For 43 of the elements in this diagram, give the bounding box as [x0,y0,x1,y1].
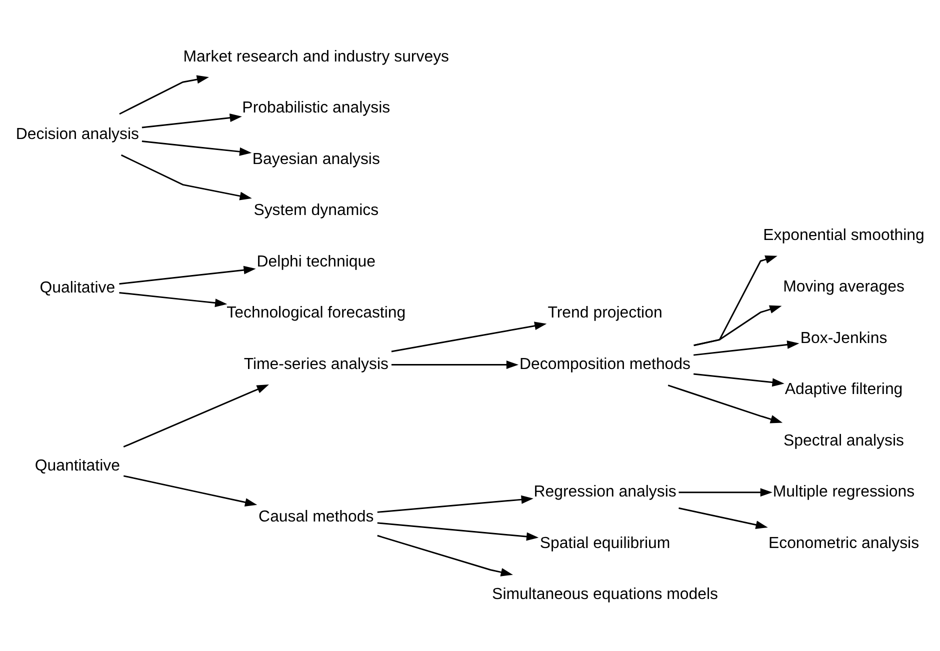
arrow [678,506,768,529]
arrow [678,488,772,496]
arrow [120,154,252,200]
node-text: Moving averages [783,278,904,295]
arrow [377,494,534,512]
node-text: Multiple regressions [772,483,915,500]
node-text: Econometric analysis [768,534,920,552]
node-text: Exponential smoothing [763,226,924,244]
node-text: Spectral analysis [784,432,904,449]
arrow [391,360,519,368]
node-text: Regression analysis [534,483,676,500]
node-text: Delphi technique [256,252,376,270]
arrow [123,384,269,448]
arrow [693,340,800,356]
node-text: System dynamics [254,202,379,219]
arrow [142,140,252,156]
arrow [668,384,783,423]
arrow [142,113,242,128]
arrow [119,74,209,114]
node-text: Market research and industry surveys [183,48,450,65]
arrow [693,372,784,386]
node-text: Time-series analysis [244,355,388,372]
node-text: Box-Jenkins [800,329,888,346]
node-text: Qualitative [40,279,116,296]
node-text: Probabilistic analysis [242,99,390,116]
arrow [119,265,256,284]
node-text: Simultaneous equations models [492,586,718,603]
arrow [377,522,539,540]
node-text: Spatial equilibrium [540,534,670,552]
arrow [123,474,258,506]
node-text: Trend projection [548,304,662,322]
arrow [377,534,513,576]
node-text: Decomposition methods [520,355,691,372]
node-text: Causal methods [258,508,374,526]
node-text: Technological forecasting [226,304,406,322]
node-text: Decision analysis [16,125,139,142]
arrow [119,291,228,307]
arrow [391,321,547,352]
node-text: Quantitative [34,456,120,474]
node-text: Bayesian analysis [252,150,380,168]
arrow [694,254,778,346]
arrow [694,304,782,346]
node-text: Adaptive filtering [784,380,903,398]
